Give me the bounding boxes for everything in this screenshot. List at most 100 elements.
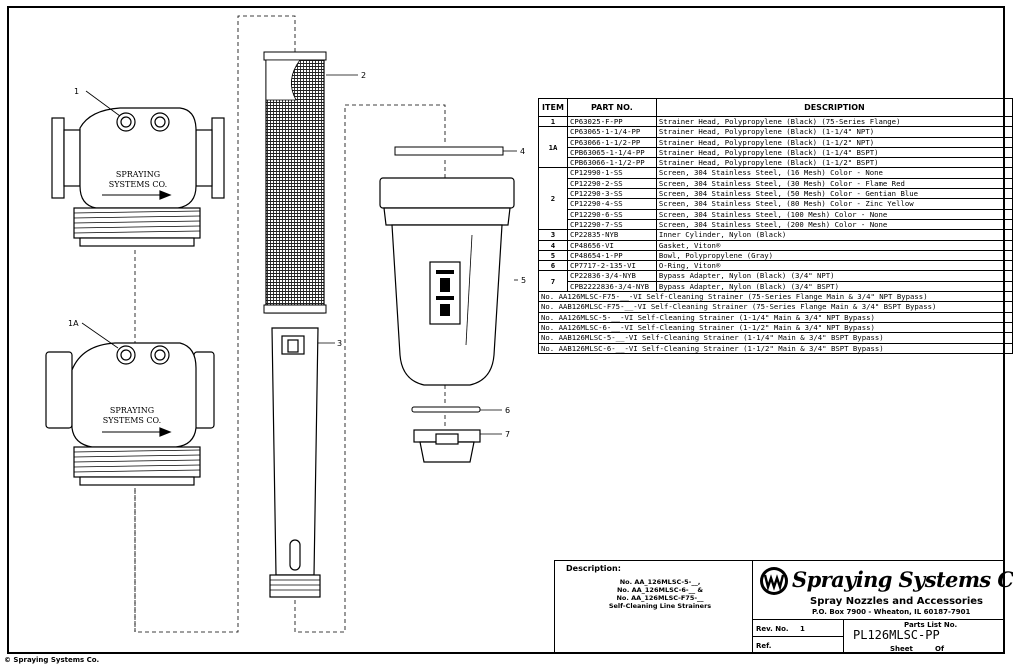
title-block-company-cell xyxy=(752,560,1005,620)
bowl xyxy=(379,177,515,386)
part-cell: CP63066-1-1/2-PP xyxy=(566,136,657,148)
description-line: No. AA_126MLSC-6-__ & xyxy=(616,586,704,594)
desc-cell: Screen, 304 Stainless Steel, (50 Mesh) C… xyxy=(655,188,1013,200)
description-lines: No. AA_126MLSC-5-__, No. AA_126MLSC-6-__… xyxy=(575,578,745,610)
part-cell: CP12290-3-SS xyxy=(566,188,657,200)
rev-value: 1 xyxy=(800,625,805,633)
item-cell: 3 xyxy=(538,229,568,241)
part-cell: CP63065-1-1/4-PP xyxy=(566,126,657,138)
mesh-screen xyxy=(263,51,327,314)
desc-cell: Screen, 304 Stainless Steel, (80 Mesh) C… xyxy=(655,198,1013,210)
strainer-head-flange xyxy=(51,107,225,247)
sheet-label: Sheet xyxy=(890,645,913,653)
ref-label: Ref. xyxy=(756,642,772,650)
header-desc: DESCRIPTION xyxy=(655,98,1013,117)
callout-7: 7 xyxy=(505,430,510,439)
item-cell: 2 xyxy=(538,167,568,231)
part-cell: CP63025-F-PP xyxy=(566,115,657,128)
title-block xyxy=(554,560,1005,654)
description-line: No. AA_126MLSC-5-__, xyxy=(619,578,701,586)
item-cell: 1A xyxy=(538,126,568,169)
model-cell: No. AA126MLSC-6-__-VI Self-Cleaning Stra… xyxy=(538,321,1013,334)
head1-label-line1: SPRAYING xyxy=(116,170,160,179)
part-cell: CP48654-1-PP xyxy=(566,249,657,262)
desc-cell: Strainer Head, Polypropylene (Black) (1-… xyxy=(655,157,1013,169)
item-cell: 4 xyxy=(538,239,568,251)
company-name: Spraying Systems Co. xyxy=(792,567,1013,592)
desc-cell: Strainer Head, Polypropylene (Black) (1-… xyxy=(655,146,1013,159)
part-cell: CP12990-1-SS xyxy=(566,167,657,179)
callout-4: 4 xyxy=(520,147,525,156)
o-ring xyxy=(411,406,481,413)
title-block-rev-cell xyxy=(752,620,844,637)
desc-cell: Strainer Head, Polypropylene (Black) (1-… xyxy=(655,126,1013,138)
description-line: No. AA_126MLSC-F75-__ xyxy=(616,594,704,602)
strainer-head-threaded xyxy=(45,342,215,486)
part-cell: CP7717-2-135-VI xyxy=(566,260,657,272)
desc-cell: O-Ring, Viton® xyxy=(655,260,1013,272)
header-part: PART NO. xyxy=(566,98,657,117)
copyright-text: © Spraying Systems Co. xyxy=(4,656,100,664)
desc-cell: Gasket, Viton® xyxy=(655,239,1013,251)
part-cell: CP48656-VI xyxy=(566,239,657,251)
model-cell: No. AA126MLSC-F75-__-VI Self-Cleaning St… xyxy=(538,291,1013,303)
part-cell: CP22835-NYB xyxy=(566,229,657,241)
desc-cell: Strainer Head, Polypropylene (Black) (75… xyxy=(655,115,1013,128)
callout-2: 2 xyxy=(361,71,366,80)
model-cell: No. AAB126MLSC-6-__-VI Self-Cleaning Str… xyxy=(538,342,1013,354)
model-row: No. AAB126MLSC-6-__-VI Self-Cleaning Str… xyxy=(538,342,1013,354)
head2-label-line1: SPRAYING xyxy=(110,406,154,415)
model-row: No. AA126MLSC-5-__-VI Self-Cleaning Stra… xyxy=(538,311,1013,323)
of-label: Of xyxy=(935,645,944,653)
head1-label-line2: SYSTEMS CO. xyxy=(109,180,167,189)
inner-cylinder xyxy=(269,327,321,598)
gasket xyxy=(394,146,504,156)
desc-cell: Screen, 304 Stainless Steel, (100 Mesh) … xyxy=(655,208,1013,220)
item-cell: 5 xyxy=(538,249,568,262)
assembly-guide-lines xyxy=(134,15,446,633)
description-line: Self-Cleaning Line Strainers xyxy=(608,602,712,610)
desc-cell: Bypass Adapter, Nylon (Black) (3/4" NPT) xyxy=(655,270,1013,282)
model-row: No. AA126MLSC-6-__-VI Self-Cleaning Stra… xyxy=(538,321,1013,334)
bypass-adapter xyxy=(413,429,481,463)
desc-cell: Screen, 304 Stainless Steel, (16 Mesh) C… xyxy=(655,167,1013,179)
parts-list-number: PL126MLSC-PP xyxy=(853,628,940,642)
callout-3: 3 xyxy=(337,339,342,348)
table-header-row: ITEM PART NO. DESCRIPTION xyxy=(538,98,1013,117)
part-cell: CPB63065-1-1/4-PP xyxy=(566,146,657,159)
description-label: Description: xyxy=(566,564,621,573)
part-cell: CPB63066-1-1/2-PP xyxy=(566,157,657,169)
rev-label: Rev. No. xyxy=(756,625,789,633)
desc-cell: Inner Cylinder, Nylon (Black) xyxy=(655,229,1013,241)
part-cell: CP22836-3/4-NYB xyxy=(566,270,657,282)
part-cell: CP12290-4-SS xyxy=(566,198,657,210)
callout-1: 1 xyxy=(74,87,79,96)
header-item: ITEM xyxy=(538,98,568,117)
head2-label-line2: SYSTEMS CO. xyxy=(103,416,161,425)
leader-lines xyxy=(81,74,518,435)
title-block-ref-cell xyxy=(752,637,844,654)
model-row: No. AAB126MLSC-F75-__-VI Self-Cleaning S… xyxy=(538,301,1013,313)
model-row: No. AA126MLSC-F75-__-VI Self-Cleaning St… xyxy=(538,291,1013,303)
callout-5: 5 xyxy=(521,276,526,285)
part-cell: CP12290-6-SS xyxy=(566,208,657,220)
desc-cell: Screen, 304 Stainless Steel, (30 Mesh) C… xyxy=(655,177,1013,190)
desc-cell: Bowl, Polypropylene (Gray) xyxy=(655,249,1013,262)
item-cell: 1 xyxy=(538,115,568,128)
